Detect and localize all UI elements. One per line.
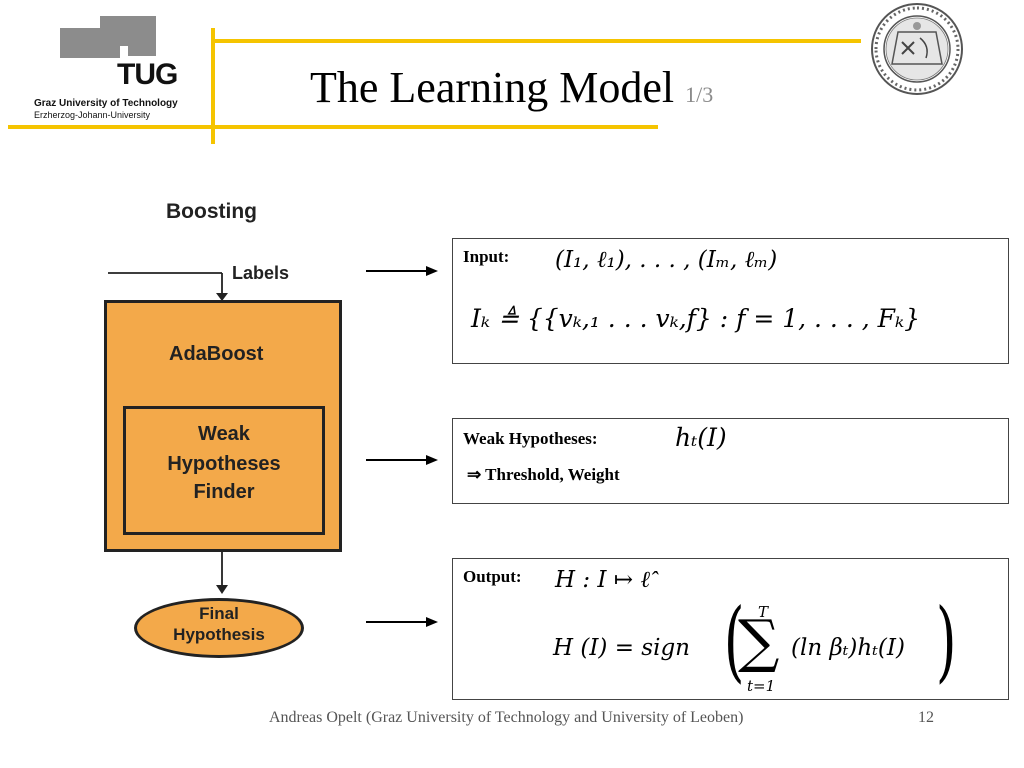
sum-body: (ln βₜ)hₜ(I) [791,635,905,661]
logo-name: TUG [117,58,178,91]
left-paren: ( [723,589,745,692]
adaboost-box: AdaBoost Weak Hypotheses Finder [104,300,342,552]
arrow-to-input [366,266,438,276]
final-hypothesis-ellipse: Final Hypothesis [134,598,304,658]
down-arrow [216,549,228,594]
labels-text: Labels [232,263,290,283]
header-rule-bottom [8,125,658,129]
footer-text: Andreas Opelt (Graz University of Techno… [269,709,744,726]
sigma-symbol: ∑ [738,607,780,675]
input-formula-1: (I₁, ℓ₁), . . . , (Iₘ, ℓₘ) [555,247,778,273]
weak-formula: hₜ(I) [675,423,727,452]
university-seal [870,2,964,96]
weak-hypotheses-finder-box: Weak Hypotheses Finder [123,406,325,535]
tug-logo: TUG Graz University of Technology Erzher… [0,0,200,140]
logo-line1: Graz University of Technology [34,98,178,109]
seal-graphic [871,3,963,95]
final-line1: Final [199,604,239,623]
input-panel: Input: (I₁, ℓ₁), . . . , (Iₘ, ℓₘ) Iₖ ≜ {… [452,238,1009,364]
page-number: 12 [918,709,934,726]
title-text: The Learning Model [310,63,675,112]
weak-hypotheses-panel: Weak Hypotheses: hₜ(I) ⇒ Threshold, Weig… [452,418,1009,504]
output-formula-1: H : I ↦ ℓ̂ [555,567,650,593]
weak-finder-line2: Hypotheses [167,453,281,475]
input-label: Input: [463,247,510,266]
output-label: Output: [463,567,522,586]
output-formula-2-lhs: H (I) = sign [553,635,690,661]
page-indicator: 1/3 [685,82,714,107]
header-rule-top [211,39,861,43]
adaboost-text: AdaBoost [169,343,264,365]
weak-finder-line3: Finder [193,481,255,503]
sum-lower: t=1 [747,677,776,695]
diagram-heading: Boosting [166,200,257,223]
weak-finder-line1: Weak [198,423,250,445]
header-rule-vertical [211,28,215,144]
weak-label: Weak Hypotheses: [463,429,598,448]
labels-arrow [108,272,228,301]
weak-implication: ⇒ Threshold, Weight [467,465,620,484]
sum-upper: T [758,603,769,621]
arrow-to-weak [366,455,438,465]
input-formula-2: Iₖ ≜ {{vₖ,₁ . . . vₖ,f} : f = 1, . . . ,… [471,304,920,333]
logo-line2: Erzherzog-Johann-University [34,110,151,120]
final-line2: Hypothesis [173,625,265,644]
output-panel: Output: H : I ↦ ℓ̂ H (I) = sign ( T ∑ t=… [452,558,1009,700]
page-title: The Learning Model 1/3 [310,62,713,113]
right-paren: ) [935,589,957,692]
arrow-to-output [366,617,438,627]
